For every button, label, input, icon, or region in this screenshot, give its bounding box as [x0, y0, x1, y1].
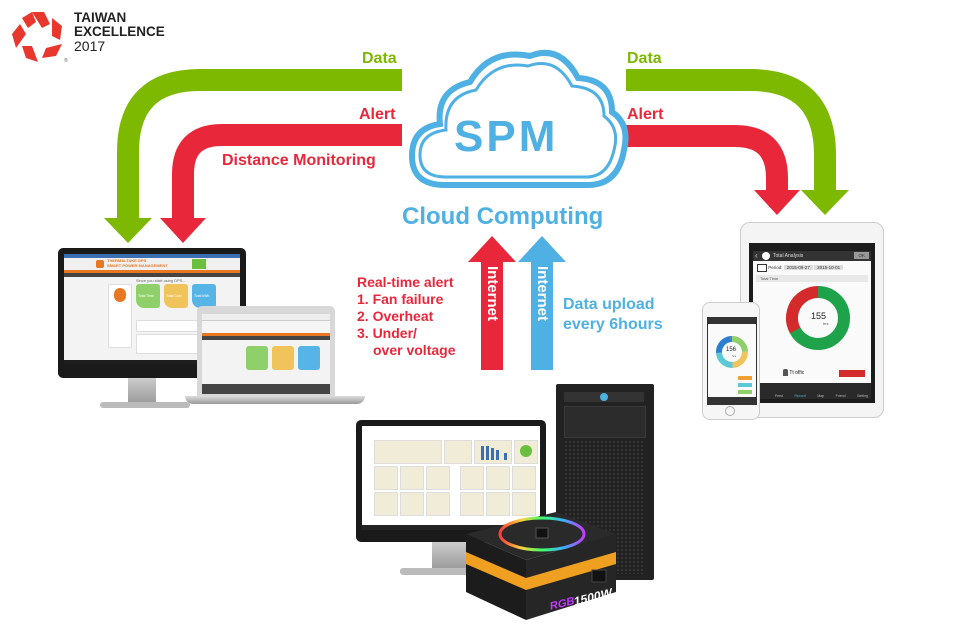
card-total-kwh: Total kWh — [192, 284, 216, 308]
data-upload-text: Data upload every 6hours — [563, 295, 663, 335]
donut-total-unit: hrs — [823, 321, 829, 326]
app-header: THERMALTAKE DPS SMART POWER MANAGEMENT — [64, 258, 240, 270]
cloud-icon — [408, 49, 629, 188]
laptop-screen — [202, 314, 330, 394]
data-upload-line-2: every 6hours — [563, 316, 663, 333]
user-icon — [783, 369, 788, 376]
user-name: Tt offic — [789, 369, 805, 376]
bottom-monitor-stand — [432, 542, 468, 570]
bottom-monitor-screen — [362, 426, 540, 530]
period-row: Period: 2015-09-27 2015-10-01 — [757, 264, 844, 272]
tower-power-button-icon — [600, 393, 608, 401]
app-header-line-2: SMART POWER MANAGEMENT — [107, 262, 168, 268]
phone-total-unit: hrs — [732, 354, 737, 358]
cloud-caption: Cloud Computing — [402, 203, 604, 230]
cloud-title: SPM — [454, 112, 559, 161]
tablet: ‹ Total Analysis OK Period: 2015-09-27 2… — [740, 222, 884, 418]
internet-label-red: Internet — [484, 266, 501, 322]
right-alert-label: Alert — [627, 106, 664, 123]
logo-line-2: EXCELLENCE — [74, 24, 165, 39]
logo-line-1: TAIWAN — [74, 10, 127, 25]
internet-label-blue: Internet — [534, 266, 551, 322]
card-total-cost: Total Cost — [164, 284, 188, 308]
desktop-monitor-base — [100, 402, 190, 408]
alert-item: 2. Overheat — [357, 308, 434, 324]
app-header-line-1: THERMALTAKE DPS — [107, 258, 147, 263]
nav-setting[interactable]: Setting — [857, 394, 868, 398]
card-total-time: Total Time — [136, 284, 160, 308]
app-welcome: Since you start using DPS... — [136, 278, 186, 283]
period-label: Period: — [768, 265, 783, 271]
left-alert-label: Alert — [359, 106, 396, 123]
user-row: Tt offic — [783, 369, 867, 379]
ok-button[interactable]: OK — [854, 252, 869, 259]
bottom-monitor-base — [400, 568, 500, 575]
phone: 156 hrs — [702, 302, 760, 420]
alert-item: 1. Fan failure — [357, 291, 444, 307]
logo-year: 2017 — [74, 38, 106, 54]
internet-alert-up-arrow — [468, 236, 516, 370]
alert-item: 3. Under/ — [357, 325, 417, 341]
taiwan-excellence-emblem-icon — [12, 12, 62, 62]
laptop-base — [185, 396, 365, 404]
tablet-nav-bar: Feed Record Map Friend Setting — [753, 383, 871, 399]
right-data-label: Data — [627, 50, 662, 67]
left-alert-arrow — [160, 124, 402, 243]
period-start-field[interactable]: 2015-09-27 — [783, 265, 813, 271]
psu: RGB 1500W — [466, 512, 616, 620]
phone-screen: 156 hrs — [707, 317, 757, 405]
alert-item: over voltage — [373, 342, 456, 358]
tablet-titlebar: ‹ Total Analysis OK — [753, 251, 871, 261]
realtime-alert-list: Real-time alert 1. Fan failure 2. Overhe… — [357, 274, 455, 359]
realtime-alert-title: Real-time alert — [357, 274, 454, 290]
bottom-monitor — [356, 420, 546, 542]
logo-text: TAIWAN EXCELLENCE 2017 — [74, 10, 165, 54]
laptop — [197, 306, 335, 396]
nav-friend[interactable]: Friend — [835, 394, 846, 398]
back-chevron-icon[interactable]: ‹ — [755, 251, 758, 260]
internet-upload-up-arrow — [518, 236, 566, 370]
period-end-field[interactable]: 2015-10-01 — [814, 265, 844, 271]
tablet-title: Total Analysis — [773, 253, 804, 259]
data-upload-line-1: Data upload — [563, 296, 655, 313]
right-alert-arrow — [626, 125, 800, 215]
phone-home-button[interactable] — [725, 406, 735, 416]
left-data-label: Data — [362, 50, 397, 67]
registered-mark: ® — [64, 58, 68, 64]
tablet-screen: ‹ Total Analysis OK Period: 2015-09-27 2… — [749, 243, 875, 403]
donut-segment-red — [786, 286, 850, 350]
nav-map[interactable]: Map — [817, 394, 825, 398]
desktop-monitor-stand — [128, 378, 156, 404]
nav-feed[interactable]: Feed — [775, 394, 783, 398]
pie-logo-icon — [762, 252, 770, 260]
section-total-time: Total Time — [756, 275, 868, 282]
phone-total-value: 156 — [726, 347, 737, 353]
right-data-arrow — [626, 69, 849, 215]
taiwan-excellence-logo: ® — [10, 8, 70, 66]
phone-donut — [716, 336, 748, 368]
psu-body — [466, 512, 616, 620]
total-time-donut — [786, 286, 850, 350]
distance-monitoring-label: Distance Monitoring — [222, 152, 376, 169]
calendar-icon — [757, 264, 767, 272]
nav-record[interactable]: Record — [794, 394, 806, 398]
donut-total-value: 155 — [811, 311, 827, 321]
left-data-arrow — [104, 69, 402, 243]
